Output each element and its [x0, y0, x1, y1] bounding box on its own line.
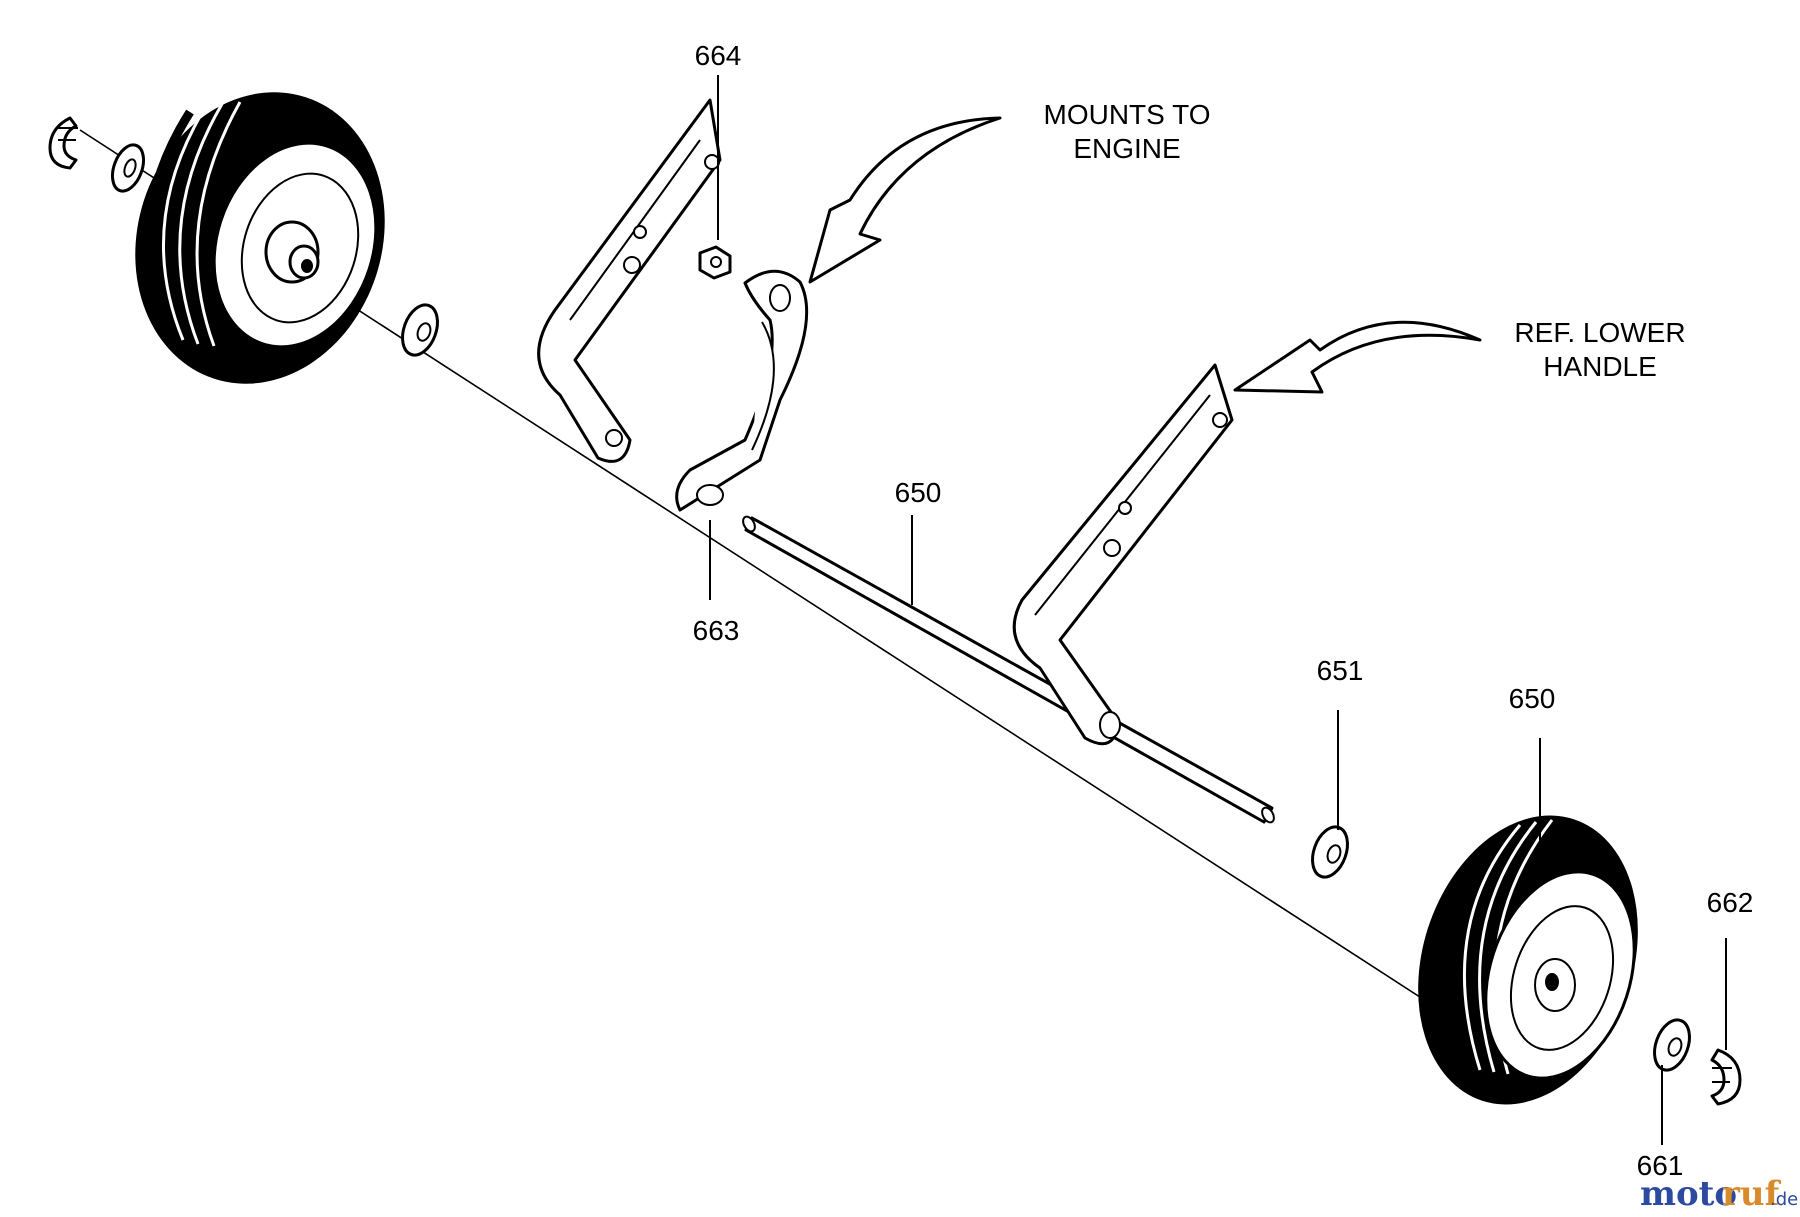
callout-661: 661 — [1637, 1150, 1684, 1181]
right-hairpin-clip — [1710, 1048, 1742, 1106]
left-inner-washer — [401, 303, 439, 357]
left-outer-washer — [110, 143, 146, 193]
watermark-part1: moto — [1640, 1174, 1737, 1214]
callout-662: 662 — [1707, 887, 1754, 918]
watermark-suffix: .de — [1770, 1189, 1798, 1210]
callout-663: 663 — [693, 615, 740, 646]
left-hairpin-clip — [48, 116, 78, 170]
ref-lower-handle-arrow — [1233, 320, 1482, 394]
watermark-logo: moto ruf .de — [1640, 1174, 1798, 1214]
callout-650-wheel: 650 — [1509, 683, 1556, 714]
note-mounts-to-engine-line2: ENGINE — [1073, 133, 1180, 164]
right-outer-washer — [1653, 1018, 1691, 1072]
hex-nut — [698, 245, 732, 280]
watermark-part2: ruf — [1722, 1174, 1782, 1214]
mounting-bracket — [675, 269, 809, 512]
right-wheel — [1418, 815, 1638, 1105]
left-lower-handle — [537, 98, 722, 463]
right-inner-washer — [1311, 825, 1349, 879]
note-mounts-to-engine-line1: MOUNTS TO — [1044, 99, 1211, 130]
note-ref-lower-handle-line2: HANDLE — [1543, 351, 1657, 382]
callout-651: 651 — [1317, 655, 1364, 686]
axle-rod — [742, 515, 1275, 824]
note-ref-lower-handle-line1: REF. LOWER — [1514, 317, 1685, 348]
right-lower-handle — [1012, 363, 1234, 746]
mounts-to-engine-arrow — [808, 116, 1002, 284]
callout-650-axle: 650 — [895, 477, 942, 508]
callout-664: 664 — [695, 40, 742, 71]
left-wheel — [135, 92, 385, 384]
